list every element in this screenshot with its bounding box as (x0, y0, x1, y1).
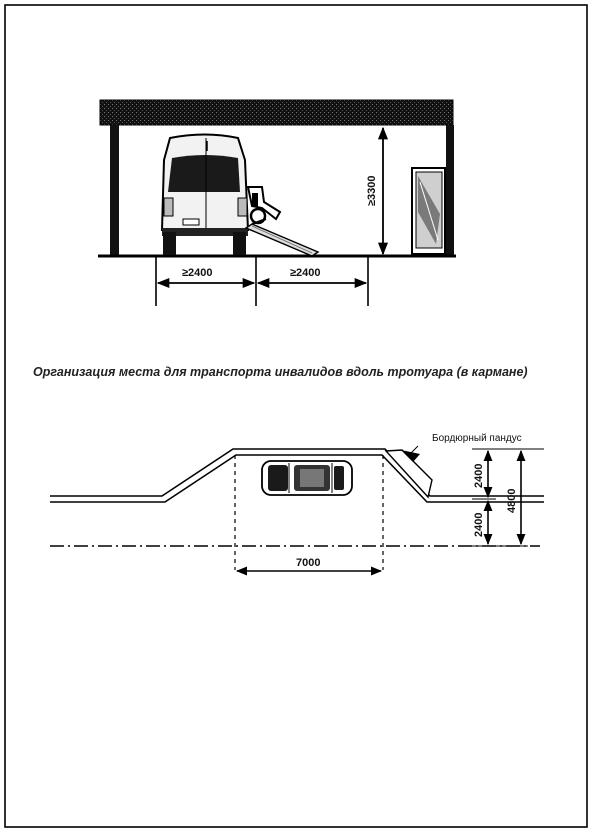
curb-outer-line (50, 448, 544, 497)
width-dimension-left-label: ≥2400 (182, 267, 213, 279)
page-border (4, 4, 588, 828)
garage-left-column (110, 125, 119, 255)
parking-pocket-plan: Бордюрный пандус 7000 2400 2400 (50, 433, 544, 576)
ramp-label-pointer (407, 445, 419, 457)
length-dimension-label: 7000 (296, 557, 320, 569)
van-icon (160, 133, 250, 255)
garage-section: ≥3300 ≥2400 ≥2400 (98, 99, 456, 306)
curb-inner-line (50, 454, 544, 503)
depth-total-dimension-label: 4800 (506, 489, 518, 513)
wheelchair-icon (246, 186, 282, 225)
depth-top-dimension-label: 2400 (473, 464, 485, 488)
depth-bottom-dimension-label: 2400 (473, 513, 485, 537)
door-icon (411, 167, 446, 255)
height-dimension-label: ≥3300 (366, 175, 378, 206)
curb-ramp-label: Бордюрный пандус (432, 433, 522, 444)
curb-ramp-icon (384, 449, 433, 499)
width-dimension-right-label: ≥2400 (290, 267, 321, 279)
diagram-caption: Организация места для транспорта инвалид… (33, 365, 528, 379)
garage-roof (99, 99, 454, 126)
car-top-view-icon (261, 460, 353, 496)
garage-right-wall (446, 125, 454, 256)
